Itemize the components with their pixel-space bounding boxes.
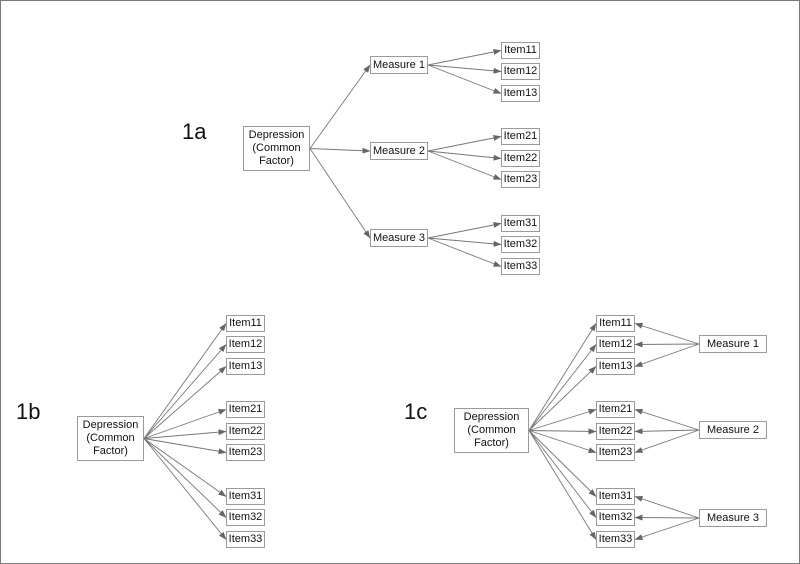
panel-1a-measure-2: Measure 2 bbox=[370, 142, 428, 160]
edge-1c-measure-3-to-item-32 bbox=[634, 514, 700, 521]
edge-1b-factor-to-item-22 bbox=[143, 429, 227, 439]
edge-1b-factor-to-item-31 bbox=[143, 438, 227, 497]
edge-1c-factor-to-item-13 bbox=[528, 366, 597, 431]
panel-1c-factor-box: Depression (Common Factor) bbox=[454, 408, 529, 453]
panel-1c-item-33: Item33 bbox=[596, 531, 635, 548]
edge-1a-measure-3-to-item-31 bbox=[427, 222, 502, 239]
panel-1c-item-11: Item11 bbox=[596, 315, 635, 332]
panel-1a-factor-box: Depression (Common Factor) bbox=[243, 126, 310, 171]
panel-1a-measure-1: Measure 1 bbox=[370, 56, 428, 74]
edge-1c-factor-to-item-33 bbox=[528, 430, 597, 540]
panel-1a-item-22: Item22 bbox=[501, 150, 540, 167]
panel-1c-item-12: Item12 bbox=[596, 336, 635, 353]
edge-1c-measure-2-to-item-22 bbox=[634, 428, 700, 435]
panel-1c-measure-3: Measure 3 bbox=[699, 509, 767, 527]
panel-1a-item-21: Item21 bbox=[501, 128, 540, 145]
edge-1a-measure-1-to-item-13 bbox=[427, 64, 502, 94]
panel-1c-label: 1c bbox=[404, 399, 428, 424]
edge-1a-measure-1-to-item-12 bbox=[427, 64, 502, 74]
panel-1a-item-11: Item11 bbox=[501, 42, 540, 59]
edge-1a-measure-2-to-item-21 bbox=[427, 135, 502, 152]
panel-1c-measure-1: Measure 1 bbox=[699, 335, 767, 353]
edge-1c-factor-to-item-31 bbox=[528, 430, 597, 497]
panel-1c-item-31: Item31 bbox=[596, 488, 635, 505]
edge-1c-factor-to-item-32 bbox=[528, 430, 597, 518]
edge-1a-measure-2-to-item-23 bbox=[427, 150, 502, 180]
panel-1c-item-32: Item32 bbox=[596, 509, 635, 526]
panel-1b-item-12: Item12 bbox=[226, 336, 265, 353]
edge-1a-factor-to-measure-3 bbox=[309, 148, 371, 239]
edge-1a-factor-to-measure-1 bbox=[309, 64, 371, 149]
panel-1b-item-32: Item32 bbox=[226, 509, 265, 526]
panel-1b-item-11: Item11 bbox=[226, 315, 265, 332]
edge-1c-measure-1-to-item-11 bbox=[634, 322, 700, 345]
panel-1a-item-13: Item13 bbox=[501, 85, 540, 102]
edge-1a-measure-3-to-item-33 bbox=[427, 237, 502, 267]
panel-1a-item-32: Item32 bbox=[501, 236, 540, 253]
panel-1b-label: 1b bbox=[16, 399, 41, 424]
edge-1b-factor-to-item-13 bbox=[143, 366, 227, 439]
edge-1c-factor-to-item-12 bbox=[528, 344, 597, 431]
panel-1b-item-13: Item13 bbox=[226, 358, 265, 375]
edge-1b-factor-to-item-11 bbox=[143, 323, 227, 439]
edge-1c-factor-to-item-21 bbox=[528, 408, 597, 431]
edge-1c-factor-to-item-22 bbox=[528, 428, 597, 435]
edge-1c-measure-3-to-item-33 bbox=[634, 517, 700, 540]
panel-1c-item-23: Item23 bbox=[596, 444, 635, 461]
panel-1c-item-21: Item21 bbox=[596, 401, 635, 418]
panel-1b-factor-box: Depression (Common Factor) bbox=[77, 416, 144, 461]
panel-1a-label: 1a bbox=[182, 119, 207, 144]
panel-1a-item-33: Item33 bbox=[501, 258, 540, 275]
edge-1c-measure-1-to-item-13 bbox=[634, 343, 700, 367]
edge-1c-measure-2-to-item-21 bbox=[634, 408, 700, 431]
panel-1c-measure-2: Measure 2 bbox=[699, 421, 767, 439]
panel-1b-item-22: Item22 bbox=[226, 423, 265, 440]
edge-1a-measure-1-to-item-11 bbox=[427, 49, 502, 66]
panel-1b-item-33: Item33 bbox=[226, 531, 265, 548]
edge-1c-measure-3-to-item-31 bbox=[634, 496, 700, 519]
panel-1b-item-23: Item23 bbox=[226, 444, 265, 461]
edge-1b-factor-to-item-12 bbox=[143, 344, 227, 439]
edge-1b-factor-to-item-21 bbox=[143, 409, 227, 439]
edge-1c-factor-to-item-11 bbox=[528, 323, 597, 431]
panel-1a-item-23: Item23 bbox=[501, 171, 540, 188]
edge-1b-factor-to-item-33 bbox=[143, 438, 227, 540]
panel-1c-item-13: Item13 bbox=[596, 358, 635, 375]
edge-1c-measure-2-to-item-23 bbox=[634, 429, 700, 453]
panel-1b-item-21: Item21 bbox=[226, 401, 265, 418]
panel-1b-item-31: Item31 bbox=[226, 488, 265, 505]
edge-1b-factor-to-item-23 bbox=[143, 438, 227, 455]
edge-1a-factor-to-measure-2 bbox=[309, 147, 371, 154]
edge-1c-factor-to-item-23 bbox=[528, 430, 597, 454]
panel-1a-measure-3: Measure 3 bbox=[370, 229, 428, 247]
edge-1c-measure-1-to-item-12 bbox=[634, 341, 700, 348]
panel-1a-item-31: Item31 bbox=[501, 215, 540, 232]
edge-1a-measure-2-to-item-22 bbox=[427, 150, 502, 161]
edge-1a-measure-3-to-item-32 bbox=[427, 237, 502, 247]
edge-1b-factor-to-item-32 bbox=[143, 438, 227, 518]
panel-1a-item-12: Item12 bbox=[501, 63, 540, 80]
panel-1c-item-22: Item22 bbox=[596, 423, 635, 440]
